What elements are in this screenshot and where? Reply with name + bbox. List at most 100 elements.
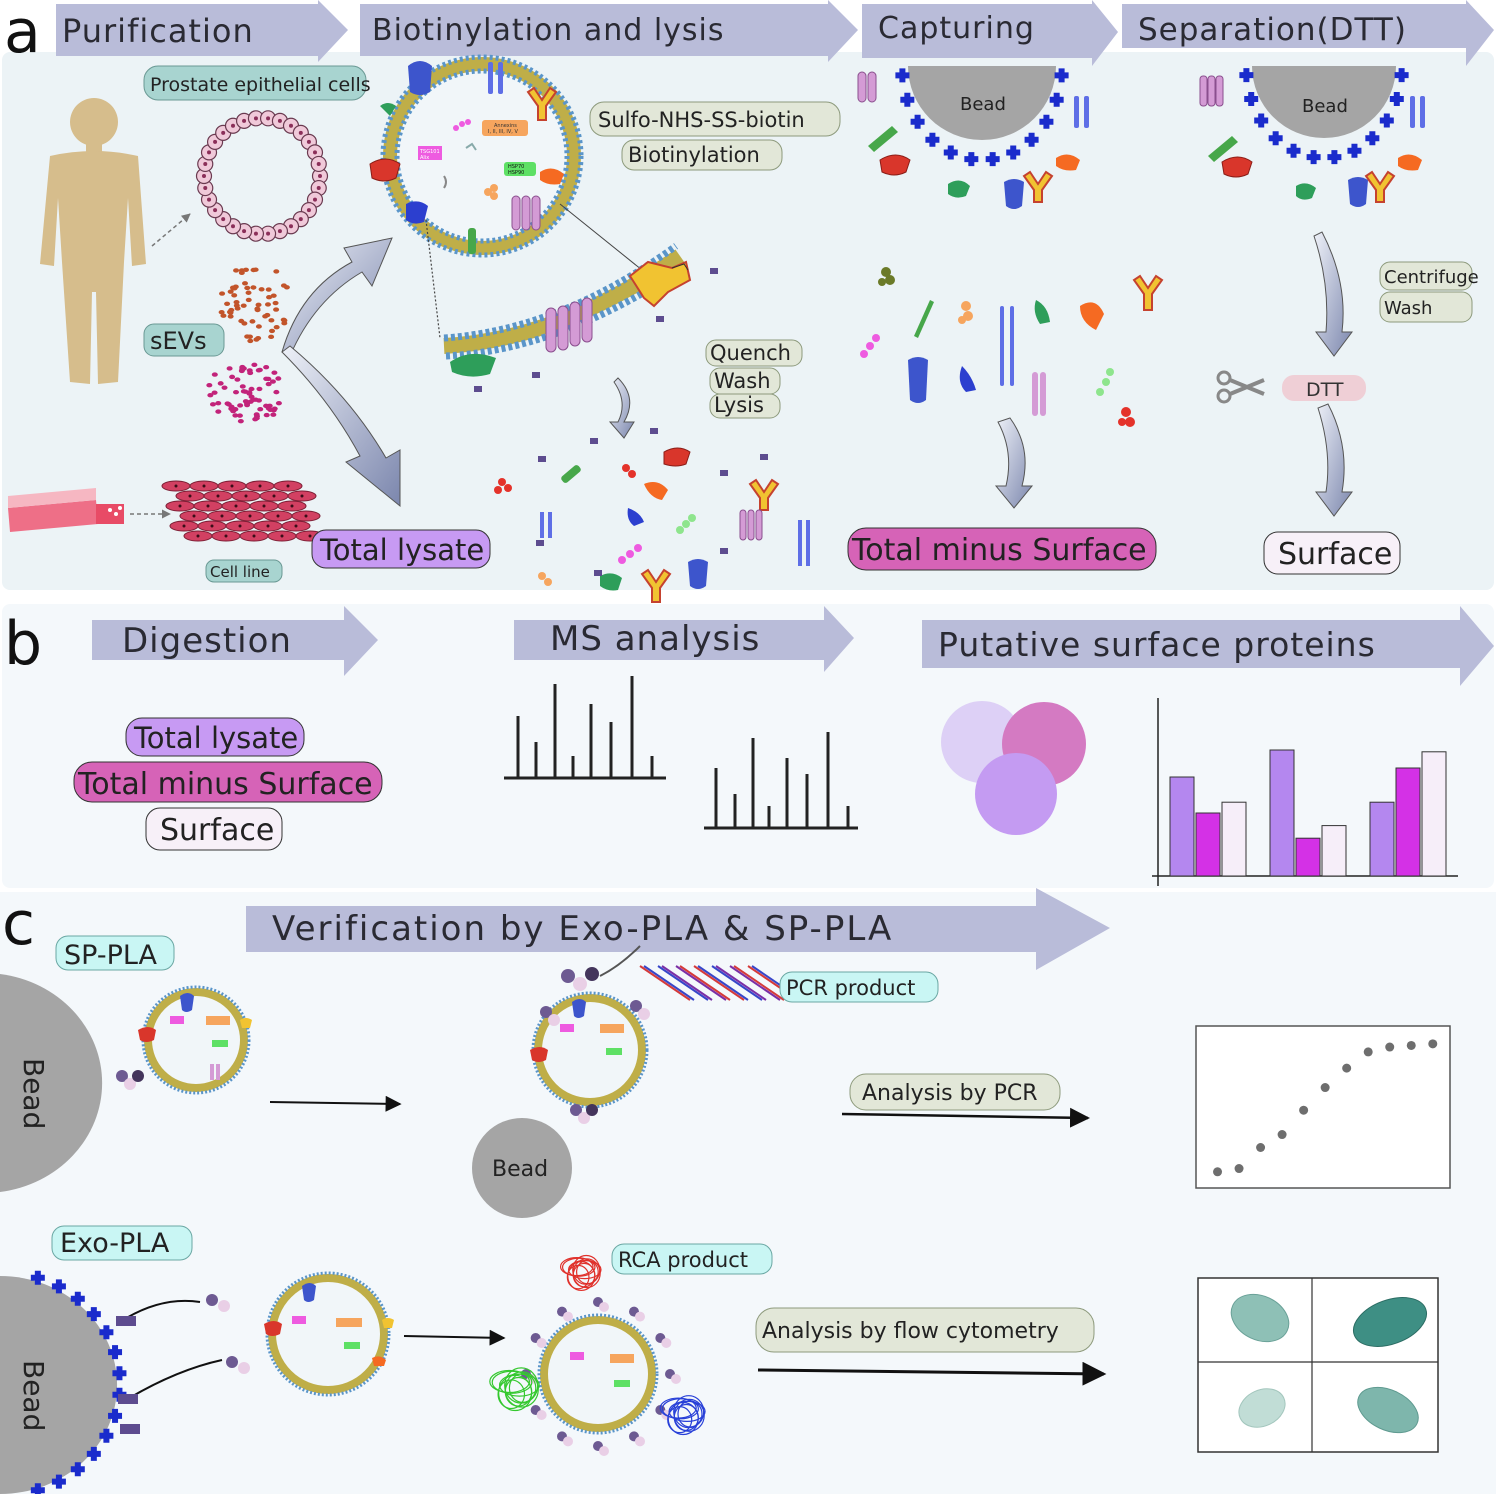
epithelial-ring-icon xyxy=(195,110,329,242)
biotinylation-tag xyxy=(621,139,783,171)
reagent-label: Sulfo-NHS-SS-biotin xyxy=(598,108,805,132)
pcr-point xyxy=(1428,1039,1438,1049)
exo-pla-tethers-icon xyxy=(116,1294,250,1434)
mass-spectrum-1-icon xyxy=(504,676,666,780)
step-purification-label: Purification xyxy=(62,12,254,50)
step-separation-label: Separation(DTT) xyxy=(1138,12,1407,48)
cell-line-sheet-icon xyxy=(161,480,325,542)
pcr-point xyxy=(1385,1042,1395,1052)
bar-group-1-bar-2 xyxy=(1195,812,1221,877)
reagent-tag xyxy=(589,101,841,137)
dtt-label: DTT xyxy=(1306,379,1344,401)
sevs-tag xyxy=(143,323,225,357)
panel-c-letter: c xyxy=(2,889,35,959)
vesicle-tag-hsp90: HSP90 xyxy=(508,170,524,176)
step-arrow-separation: Separation(DTT) xyxy=(1122,0,1494,66)
rca-product-label: RCA product xyxy=(618,1248,748,1272)
sp-pla-small-bead-label: Bead xyxy=(492,1157,548,1182)
released-proteins-icon xyxy=(860,267,1164,427)
analysis-pcr-tag xyxy=(849,1073,1061,1111)
sp-pla-small-bead-icon xyxy=(472,1118,572,1218)
step-digestion-label: Digestion xyxy=(122,621,292,661)
curved-arrow-to-lysate xyxy=(281,345,401,508)
scissors-icon xyxy=(1216,370,1265,404)
sp-pla-tag xyxy=(55,935,175,971)
lysis-tag xyxy=(709,393,781,419)
sample-total-minus-surface-tag xyxy=(73,761,383,803)
quench-tag xyxy=(705,339,803,367)
vesicle-tag-annexins: Annexins xyxy=(494,123,517,129)
step-capturing-label: Capturing xyxy=(878,11,1035,46)
centrifuge-tag xyxy=(1379,261,1473,291)
venn-diagram-icon xyxy=(941,701,1086,835)
total-lysate-label: Total lysate xyxy=(319,533,484,567)
wash-label: Wash xyxy=(714,369,771,393)
cell-line-label: Cell line xyxy=(210,563,270,581)
total-minus-surface-tag xyxy=(847,527,1157,571)
pcr-product-label: PCR product xyxy=(786,976,915,1000)
capture-bead-label: Bead xyxy=(960,94,1006,115)
sev-cloud-pink xyxy=(206,362,282,424)
bar-group-3-bar-1 xyxy=(1369,801,1395,877)
pcr-point xyxy=(1363,1047,1373,1057)
total-lysate-tag xyxy=(311,529,491,569)
pcr-point xyxy=(1213,1167,1223,1177)
sp-pla-label: SP-PLA xyxy=(64,940,158,971)
analysis-flow-label: Analysis by flow cytometry xyxy=(762,1319,1059,1344)
pcr-point xyxy=(1277,1130,1287,1140)
verification-banner-label: Verification by Exo-PLA & SP-PLA xyxy=(272,909,893,949)
curved-arrow-to-total-minus-surface xyxy=(994,417,1034,509)
rca-vesicle-icon xyxy=(521,1297,681,1456)
analysis-flow-tag xyxy=(755,1307,1095,1353)
sp-pla-arrow-1 xyxy=(269,1095,402,1112)
rca-product-tag xyxy=(611,1243,773,1275)
vesicle-tag-tsg101: TSG101 xyxy=(419,149,440,155)
prostate-cells-tag xyxy=(143,65,367,101)
sample-surface-tag xyxy=(145,807,283,851)
bar-group-2-bar-2 xyxy=(1295,837,1321,877)
vesicle-tag-annexins-roman: I, II, III, IV, V xyxy=(488,129,518,135)
dtt-tag xyxy=(1282,375,1366,401)
sample-total-lysate-label: Total lysate xyxy=(133,721,298,755)
zoom-line-right xyxy=(559,203,643,271)
pcr-point xyxy=(1406,1040,1416,1050)
pcr-point xyxy=(1234,1164,1244,1174)
pcr-amplification-plot xyxy=(1195,1025,1451,1189)
human-silhouette-icon xyxy=(40,98,146,384)
bar-group-3-bar-2 xyxy=(1395,767,1421,877)
arrow-body-to-ring xyxy=(151,213,191,247)
step-arrow-capturing: Capturing xyxy=(862,0,1118,66)
analysis-flow-arrow xyxy=(757,1361,1107,1386)
step-ms-analysis-label: MS analysis xyxy=(550,619,760,659)
vesicle-surface-proteins-icon xyxy=(369,61,564,254)
exo-pla-bead-icon xyxy=(0,1276,118,1494)
bar-group-2-bar-1 xyxy=(1269,749,1295,877)
mass-spectrum-2-icon xyxy=(704,732,858,830)
rca-coil-red-icon xyxy=(559,1254,602,1292)
curved-arrow-to-dtt xyxy=(1313,231,1353,357)
sample-total-minus-surface-label: Total minus Surface xyxy=(77,767,373,802)
exo-pla-vesicle-1-icon xyxy=(264,1271,394,1397)
step-arrow-biotinylation: Biotinylation and lysis xyxy=(360,0,858,62)
exo-pla-bead-label: Bead xyxy=(17,1360,50,1431)
panel-a-letter: a xyxy=(4,0,41,67)
bar-group-2-bar-3 xyxy=(1321,825,1347,877)
pcr-product-tag xyxy=(779,971,939,1003)
total-minus-surface-label: Total minus Surface xyxy=(851,533,1147,568)
sp-pla-vesicle-2-icon xyxy=(530,945,650,1124)
step-arrow-digestion: Digestion xyxy=(92,606,378,676)
surface-label: Surface xyxy=(1278,537,1392,572)
step-putative-label: Putative surface proteins xyxy=(938,625,1376,664)
lysis-label: Lysis xyxy=(714,393,764,417)
rca-coil-blue-icon xyxy=(659,1395,706,1436)
sample-surface-label: Surface xyxy=(160,813,274,848)
vesicle-tag-alix: Alix xyxy=(420,155,429,161)
exo-pla-arrow-1 xyxy=(403,1329,506,1346)
culture-flask-icon xyxy=(8,488,124,532)
analysis-pcr-label: Analysis by PCR xyxy=(862,1081,1038,1106)
pcr-point xyxy=(1299,1105,1309,1115)
surface-tag xyxy=(1263,531,1401,575)
analysis-pcr-arrow xyxy=(841,1107,1090,1128)
membrane-zoom-icon xyxy=(443,243,718,392)
